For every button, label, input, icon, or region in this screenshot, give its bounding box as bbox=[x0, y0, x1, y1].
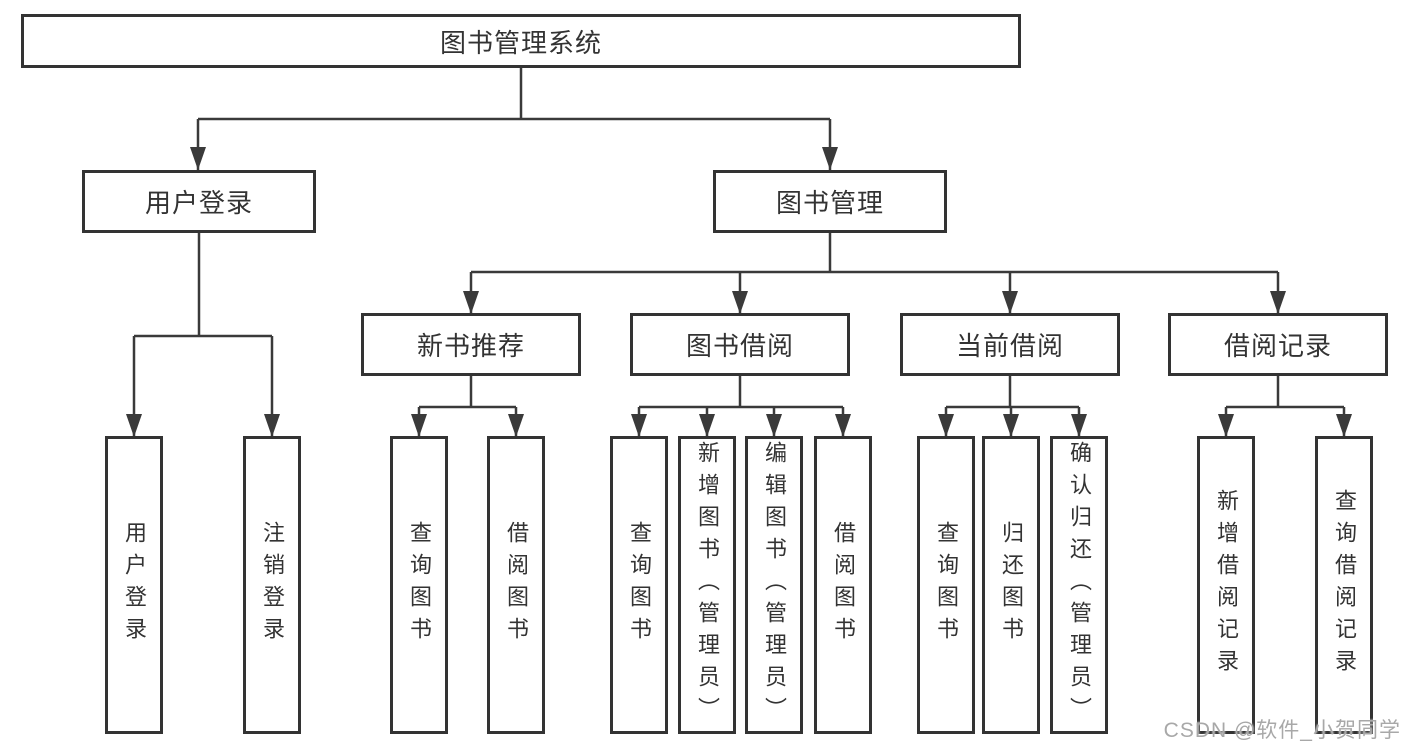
node-label: 图书管理 bbox=[775, 188, 884, 218]
arrowhead bbox=[1270, 291, 1286, 314]
node-label: 新书推荐 bbox=[416, 331, 525, 361]
node-label: 查询图书 bbox=[934, 521, 959, 649]
arrowhead bbox=[463, 291, 479, 314]
arrowhead bbox=[508, 414, 524, 437]
leaf-confirm-return-admin: 确认归还（管理员） bbox=[1050, 436, 1108, 734]
node-label: 编辑图书（管理员） bbox=[762, 441, 787, 729]
node-label: 确认归还（管理员） bbox=[1067, 441, 1092, 729]
node-label: 当前借阅 bbox=[955, 331, 1064, 361]
connector-book-borrow-children bbox=[631, 376, 851, 437]
node-user-login: 用户登录 bbox=[82, 170, 316, 233]
leaf-user-login: 用户登录 bbox=[105, 436, 163, 734]
leaf-add-books-admin: 新增图书（管理员） bbox=[678, 436, 736, 734]
node-book-management: 图书管理 bbox=[713, 170, 947, 233]
leaf-add-borrow-record: 新增借阅记录 bbox=[1197, 436, 1255, 734]
node-label: 归还图书 bbox=[999, 521, 1024, 649]
node-label: 注销登录 bbox=[260, 521, 285, 649]
arrowhead bbox=[190, 147, 206, 170]
connector-user-login-children bbox=[126, 233, 280, 437]
leaf-edit-books-admin: 编辑图书（管理员） bbox=[745, 436, 803, 734]
connector-book-management-children bbox=[463, 233, 1286, 314]
node-new-book-recommend: 新书推荐 bbox=[361, 313, 581, 376]
node-label: 借阅图书 bbox=[831, 521, 856, 649]
node-label: 图书管理系统 bbox=[439, 27, 602, 58]
leaf-logout: 注销登录 bbox=[243, 436, 301, 734]
node-label: 借阅记录 bbox=[1223, 331, 1332, 361]
watermark: CSDN @软件_小贺同学 bbox=[1163, 719, 1401, 742]
leaf-query-borrow-record: 查询借阅记录 bbox=[1315, 436, 1373, 734]
connector-new-book-recommend-children bbox=[411, 376, 524, 437]
arrowhead bbox=[631, 414, 647, 437]
node-root-system: 图书管理系统 bbox=[21, 14, 1021, 68]
arrowhead bbox=[264, 414, 280, 437]
arrowhead bbox=[1218, 414, 1234, 437]
node-label: 查询图书 bbox=[407, 521, 432, 649]
arrowhead bbox=[732, 291, 748, 314]
arrowhead bbox=[938, 414, 954, 437]
arrowhead bbox=[766, 414, 782, 437]
arrowhead bbox=[411, 414, 427, 437]
leaf-query-books-recommend: 查询图书 bbox=[390, 436, 448, 734]
connector-borrow-records-children bbox=[1218, 376, 1352, 437]
arrowhead bbox=[1071, 414, 1087, 437]
leaf-borrow-books: 借阅图书 bbox=[814, 436, 872, 734]
arrowhead bbox=[126, 414, 142, 437]
arrowhead bbox=[835, 414, 851, 437]
arrowhead bbox=[1336, 414, 1352, 437]
node-current-borrow: 当前借阅 bbox=[900, 313, 1120, 376]
connector-current-borrow-children bbox=[938, 376, 1087, 437]
leaf-borrow-books-recommend: 借阅图书 bbox=[487, 436, 545, 734]
node-label: 查询借阅记录 bbox=[1332, 489, 1357, 681]
leaf-query-books-current: 查询图书 bbox=[917, 436, 975, 734]
node-label: 图书借阅 bbox=[685, 331, 794, 361]
node-label: 新增借阅记录 bbox=[1214, 489, 1239, 681]
arrowhead bbox=[822, 147, 838, 170]
arrowhead bbox=[1002, 291, 1018, 314]
node-label: 用户登录 bbox=[122, 521, 147, 649]
leaf-return-books: 归还图书 bbox=[982, 436, 1040, 734]
arrowhead bbox=[699, 414, 715, 437]
arrowhead bbox=[1003, 414, 1019, 437]
node-label: 用户登录 bbox=[144, 188, 253, 218]
node-borrow-records: 借阅记录 bbox=[1168, 313, 1388, 376]
node-label: 新增图书（管理员） bbox=[695, 441, 720, 729]
node-book-borrow: 图书借阅 bbox=[630, 313, 850, 376]
leaf-query-books-borrow: 查询图书 bbox=[610, 436, 668, 734]
node-label: 查询图书 bbox=[627, 521, 652, 649]
node-label: 借阅图书 bbox=[504, 521, 529, 649]
connector-root-to-level2 bbox=[190, 68, 838, 170]
